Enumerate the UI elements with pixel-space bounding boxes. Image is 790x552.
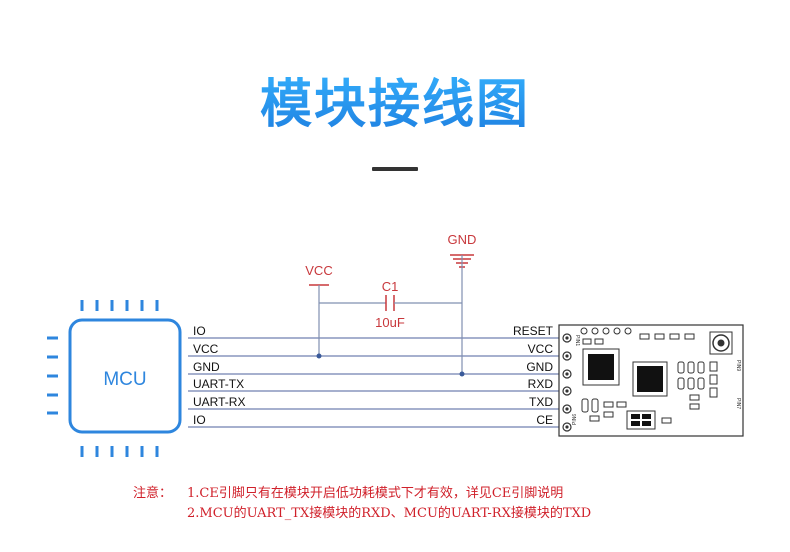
silk-pin6: PIN6 (572, 414, 578, 425)
module-pin-label: RESET (513, 324, 554, 338)
capacitor-value: 10uF (375, 315, 405, 330)
mcu-pin-label: UART-TX (193, 377, 244, 391)
capacitor-name: C1 (382, 279, 399, 294)
module-pin-pads (562, 333, 572, 432)
note-prefix: 注意： (133, 486, 173, 501)
mcu-pin-label: IO (193, 413, 206, 427)
note-line-2: 2.MCU的UART_TX接模块的RXD、MCU的UART-RX接模块的TXD (187, 506, 592, 521)
mcu-label: MCU (103, 369, 146, 390)
vcc-label: VCC (305, 263, 332, 278)
mcu-pin-label: VCC (193, 342, 219, 356)
module-pin-label: VCC (528, 342, 554, 356)
module-crystal (626, 410, 656, 430)
title-underline (372, 167, 418, 171)
note-line-1: 1.CE引脚只有在模块开启低功耗模式下才有效，详见CE引脚说明 (187, 486, 564, 501)
module-pin-label: CE (536, 413, 553, 427)
module-chip-2 (637, 366, 663, 392)
mcu-pin-label: GND (193, 360, 220, 374)
signal-wires: IO RESET VCC VCC GND GND UART-TX RXD UART-RX TXD I… (188, 324, 566, 428)
module-board: PIN1 PIN6 PIN9 PIN7 (558, 324, 744, 437)
mcu-body (68, 318, 182, 434)
vcc-junction (316, 353, 322, 359)
module-pin-label: TXD (529, 395, 553, 409)
capacitor-c1: C1 10uF (319, 279, 462, 330)
silk-pin9: PIN9 (735, 360, 741, 371)
gnd-label: GND (448, 232, 477, 247)
gnd-junction (459, 371, 465, 377)
mcu-pin-label: IO (193, 324, 206, 338)
mcu-chip: MCU (47, 300, 182, 457)
module-chip-1 (588, 354, 614, 380)
gnd-symbol: GND (448, 232, 477, 377)
page-title: 模块接线图 (0, 62, 790, 137)
silk-pin1: PIN1 (574, 335, 580, 346)
vcc-source: VCC (305, 263, 333, 359)
module-pin-label: RXD (528, 377, 554, 391)
silk-pin7: PIN7 (735, 398, 741, 409)
mcu-legs (47, 300, 159, 457)
mcu-pin-label: UART-RX (193, 395, 245, 409)
module-pin-label: GND (526, 360, 553, 374)
